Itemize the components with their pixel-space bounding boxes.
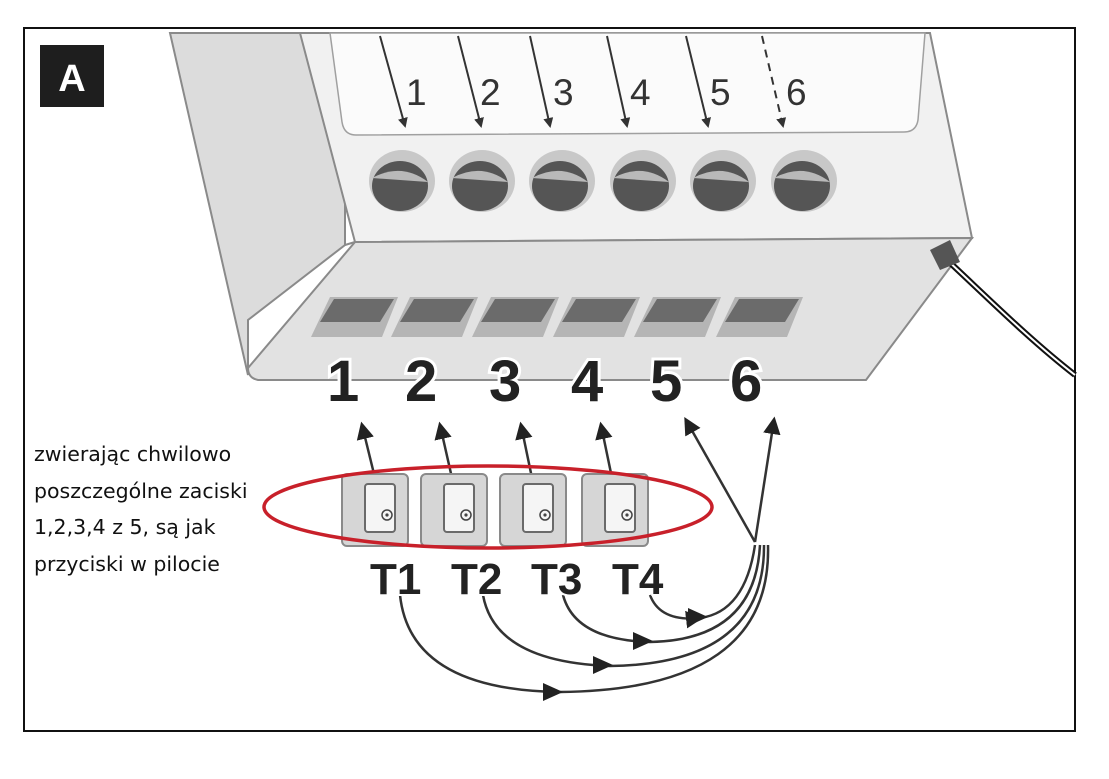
terminal-number-1: 1 [327,349,359,414]
wire-slot-4 [553,297,640,337]
top-wire-arrow-6 [761,35,787,128]
button-t4 [581,473,649,547]
screw-hole-1 [369,150,435,212]
arrow-t1-to-1 [356,421,377,479]
screw-hole-5 [690,150,756,212]
explanation-note: zwierając chwilowo poszczególne zaciski … [34,436,274,582]
screw-hole-4 [610,150,676,212]
wire-slot-1 [311,297,398,337]
screw-hole-6 [771,150,837,212]
top-wire-arrow-4 [606,35,631,128]
screw-hole-3 [529,150,595,212]
terminal-number-4: 4 [571,349,603,414]
button-label-t4: T4 [612,555,664,604]
wire-slot-5 [634,297,721,337]
wire-slot-6 [716,297,803,337]
push-buttons [341,473,649,547]
screw-hole-2 [449,150,515,212]
button-t3 [499,473,567,547]
arrowhead-t4 [688,608,708,626]
common-wires [684,416,781,543]
top-number-5: 5 [710,72,731,113]
top-number-3: 3 [553,72,574,113]
arrowhead-t3 [633,632,653,650]
button-label-t2: T2 [451,555,502,604]
top-number-1: 1 [406,72,427,113]
terminal-number-3: 3 [489,349,521,414]
top-wire-arrow-3 [529,35,554,128]
terminal-number-6: 6 [730,349,762,414]
return-wire-arrowheads [543,608,708,701]
wire-t3-return [561,544,762,644]
terminal-number-5: 5 [650,349,682,414]
arrow-t4-to-4 [595,421,614,479]
wire-slot-2 [391,297,478,337]
screw-holes [369,150,837,212]
arrowhead-t1 [543,683,563,701]
arrowhead-t2 [593,656,613,674]
top-number-6: 6 [786,72,807,113]
cable-grommet [930,240,960,270]
wire-slots [311,297,803,337]
note-line-2: poszczególne zaciski [34,478,248,503]
wire-common-to-5 [684,416,757,543]
button-t1 [341,473,409,547]
arrow-t3-to-3 [515,421,534,479]
note-line-4: przyciski w pilocie [34,551,220,576]
top-wire-arrows [379,35,787,128]
highlight-ellipse [262,464,714,550]
button-to-terminal-arrows [356,421,614,479]
button-label-t3: T3 [531,555,582,604]
top-number-2: 2 [480,72,501,113]
panel-badge-label: A [58,58,85,100]
top-wire-arrow-1 [379,35,408,128]
top-wire-arrow-5 [685,35,711,128]
wire-common-to-6 [753,416,781,543]
top-number-4: 4 [630,72,651,113]
top-wire-arrow-2 [457,35,484,128]
box-label-area [329,32,926,136]
box-rim [344,241,356,246]
note-line-3: 1,2,3,4 z 5, są jak [34,515,216,539]
panel-badge [40,45,104,107]
note-line-1: zwierając chwilowo [34,442,232,466]
antenna-cable-core [944,257,1076,376]
button-t2 [420,473,488,547]
button-label-t1: T1 [370,555,421,604]
wire-slot-3 [472,297,559,337]
terminal-number-2: 2 [405,349,437,414]
arrow-t2-to-2 [434,421,454,479]
